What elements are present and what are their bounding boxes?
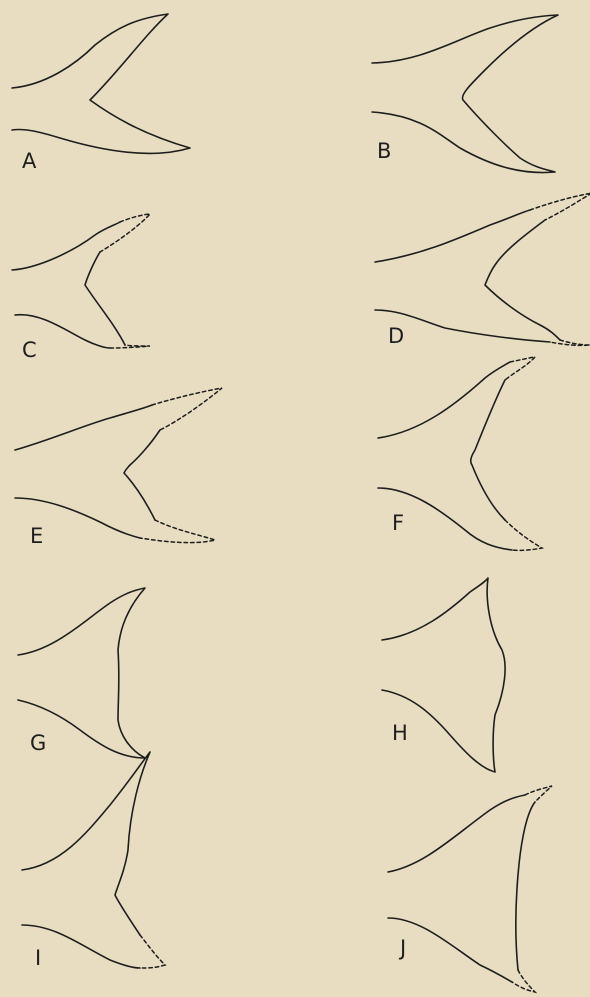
- fin-outline-d: [375, 210, 560, 342]
- figure-label-h: H: [392, 721, 408, 745]
- fin-outline-e: [15, 405, 160, 538]
- fin-dashed-tip-lower-c: [110, 345, 150, 348]
- figure-label-g: G: [30, 731, 46, 755]
- fin-outline-j: [388, 795, 535, 982]
- figure-j: J: [388, 786, 552, 992]
- figure-label-d: D: [388, 324, 404, 348]
- fin-outline-a: [12, 14, 190, 153]
- figure-label-c: C: [22, 338, 37, 362]
- fin-dashed-tip-lower-e: [140, 520, 215, 543]
- figure-h: H: [382, 578, 505, 772]
- figure-label-b: B: [377, 139, 391, 163]
- figure-label-a: A: [22, 149, 37, 173]
- fin-dashed-tip-upper-j: [525, 786, 552, 802]
- figure-i: I: [22, 752, 165, 970]
- fin-dashed-tip-lower-d: [550, 340, 590, 345]
- figure-b: B: [372, 15, 558, 173]
- figure-d: D: [375, 193, 590, 348]
- fin-dashed-tip-lower-j: [512, 970, 535, 992]
- figure-f: F: [378, 357, 542, 550]
- fin-dashed-tip-lower-i: [140, 935, 165, 968]
- figure-label-e: E: [30, 524, 43, 548]
- fin-dashed-tip-upper-e: [152, 388, 222, 430]
- fin-outline-i: [22, 752, 150, 968]
- figure-label-f: F: [392, 511, 404, 535]
- fin-dashed-tip-upper-c: [100, 214, 150, 252]
- fin-dashed-tip-upper-d: [530, 193, 590, 220]
- figure-label-j: J: [398, 936, 406, 960]
- figure-e: E: [15, 388, 222, 548]
- figure-a: A: [12, 14, 190, 173]
- fin-outline-c: [12, 222, 125, 348]
- figure-c: C: [12, 214, 150, 362]
- fin-outline-b: [372, 15, 558, 173]
- figure-g: G: [18, 588, 145, 758]
- fin-dashed-tip-upper-f: [505, 357, 535, 380]
- fin-dashed-tip-lower-f: [505, 520, 542, 550]
- figure-label-i: I: [35, 946, 41, 970]
